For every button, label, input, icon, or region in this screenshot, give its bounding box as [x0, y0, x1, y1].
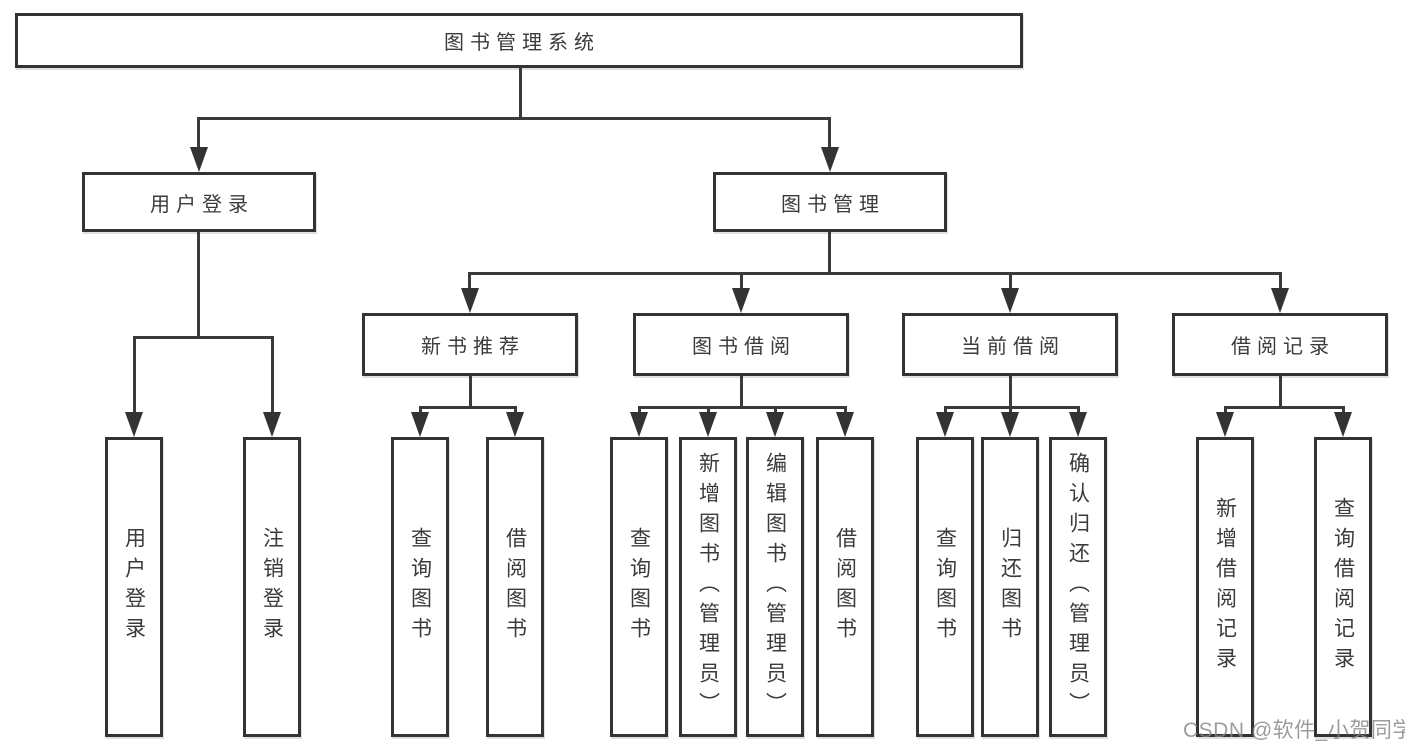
- node-borrow-records: 借阅记录: [1172, 313, 1388, 376]
- connector-book-borrow-down: [740, 376, 743, 406]
- arrow-down-icon: [461, 288, 479, 313]
- arrow-down-icon: [699, 412, 717, 437]
- leaf-borrow-books: 借阅图书: [816, 437, 874, 737]
- leaf-label: 确认归还（管理员）: [1066, 452, 1090, 722]
- connector-leaf-stem: [944, 406, 947, 415]
- connector-book-borrow-stem: [740, 272, 743, 290]
- arrow-down-icon: [506, 412, 524, 437]
- leaf-label: 用户登录: [122, 527, 146, 647]
- connector-leaf-stem: [1009, 406, 1012, 415]
- arrow-down-icon: [263, 412, 281, 437]
- leaf-add-books-admin: 新增图书（管理员）: [679, 437, 737, 737]
- leaf-label: 查询图书: [933, 527, 957, 647]
- connector-book-management-stem: [828, 117, 831, 150]
- connector-book-management-bar: [468, 272, 1282, 275]
- arrow-down-icon: [630, 412, 648, 437]
- leaf-return-books: 归还图书: [981, 437, 1039, 737]
- connector-leaf-stem: [271, 336, 274, 415]
- arrow-down-icon: [821, 147, 839, 172]
- arrow-down-icon: [190, 147, 208, 172]
- node-label: 图书管理系统: [444, 32, 600, 54]
- leaf-label: 新增图书（管理员）: [696, 452, 720, 722]
- node-label: 图书管理: [781, 193, 885, 216]
- connector-root-bar: [197, 117, 831, 120]
- connector-leaf-stem: [707, 406, 710, 415]
- node-label: 当前借阅: [961, 336, 1065, 358]
- leaf-query-books-current: 查询图书: [916, 437, 974, 737]
- connector-leaf-stem: [514, 406, 517, 415]
- connector-user-login-down: [197, 232, 200, 336]
- connector-current-borrow-stem: [1009, 272, 1012, 290]
- connector-leaf-stem: [844, 406, 847, 415]
- connector-new-book-stem: [468, 272, 471, 290]
- node-new-book-recommend: 新书推荐: [362, 313, 578, 376]
- leaf-borrow-books-recommend: 借阅图书: [486, 437, 544, 737]
- connector-user-login-bar: [133, 336, 274, 339]
- connector-user-login-stem: [197, 117, 200, 150]
- node-book-management: 图书管理: [713, 172, 947, 232]
- arrow-down-icon: [1216, 412, 1234, 437]
- node-library-management-system: 图书管理系统: [15, 13, 1023, 68]
- arrow-down-icon: [1271, 288, 1289, 313]
- leaf-query-books-borrow: 查询图书: [610, 437, 668, 737]
- arrow-down-icon: [766, 412, 784, 437]
- leaf-label: 查询图书: [627, 527, 651, 647]
- leaf-label: 借阅图书: [833, 527, 857, 647]
- leaf-query-borrow-record: 查询借阅记录: [1314, 437, 1372, 737]
- node-current-borrow: 当前借阅: [902, 313, 1118, 376]
- leaf-label: 编辑图书（管理员）: [763, 452, 787, 722]
- connector-leaf-stem: [133, 336, 136, 415]
- arrow-down-icon: [836, 412, 854, 437]
- arrow-down-icon: [1001, 412, 1019, 437]
- connector-leaf-stem: [638, 406, 641, 415]
- leaf-label: 查询图书: [408, 527, 432, 647]
- leaf-query-books-recommend: 查询图书: [391, 437, 449, 737]
- node-label: 新书推荐: [421, 336, 525, 358]
- arrow-down-icon: [732, 288, 750, 313]
- connector-root-stem: [519, 68, 522, 117]
- leaf-user-login: 用户登录: [105, 437, 163, 737]
- arrow-down-icon: [936, 412, 954, 437]
- connector-leaf-stem: [419, 406, 422, 415]
- connector-leaf-stem: [1224, 406, 1227, 415]
- csdn-watermark: CSDN @软件_小贺同学: [1183, 719, 1405, 742]
- node-book-borrow: 图书借阅: [633, 313, 849, 376]
- connector-new-book-down: [469, 376, 472, 406]
- leaf-logout: 注销登录: [243, 437, 301, 737]
- leaf-label: 归还图书: [998, 527, 1022, 647]
- leaf-label: 新增借阅记录: [1213, 497, 1237, 677]
- connector-borrow-records-down: [1279, 376, 1282, 406]
- node-label: 用户登录: [150, 193, 254, 216]
- leaf-label: 注销登录: [260, 527, 284, 647]
- leaf-edit-books-admin: 编辑图书（管理员）: [746, 437, 804, 737]
- leaf-confirm-return-admin: 确认归还（管理员）: [1049, 437, 1107, 737]
- connector-current-borrow-down: [1009, 376, 1012, 406]
- node-label: 借阅记录: [1231, 336, 1335, 358]
- connector-borrow-records-stem: [1279, 272, 1282, 290]
- connector-leaf-stem: [774, 406, 777, 415]
- arrow-down-icon: [1334, 412, 1352, 437]
- node-user-login: 用户登录: [82, 172, 316, 232]
- arrow-down-icon: [411, 412, 429, 437]
- connector-leaf-stem: [1342, 406, 1345, 415]
- arrow-down-icon: [1001, 288, 1019, 313]
- connector-leaf-stem: [1077, 406, 1080, 415]
- leaf-label: 借阅图书: [503, 527, 527, 647]
- arrow-down-icon: [125, 412, 143, 437]
- leaf-label: 查询借阅记录: [1331, 497, 1355, 677]
- leaf-add-borrow-record: 新增借阅记录: [1196, 437, 1254, 737]
- node-label: 图书借阅: [692, 336, 796, 358]
- connector-borrow-records-bar: [1224, 406, 1344, 409]
- connector-book-borrow-bar: [638, 406, 846, 409]
- connector-new-book-bar: [419, 406, 517, 409]
- arrow-down-icon: [1069, 412, 1087, 437]
- connector-book-management-down: [828, 232, 831, 272]
